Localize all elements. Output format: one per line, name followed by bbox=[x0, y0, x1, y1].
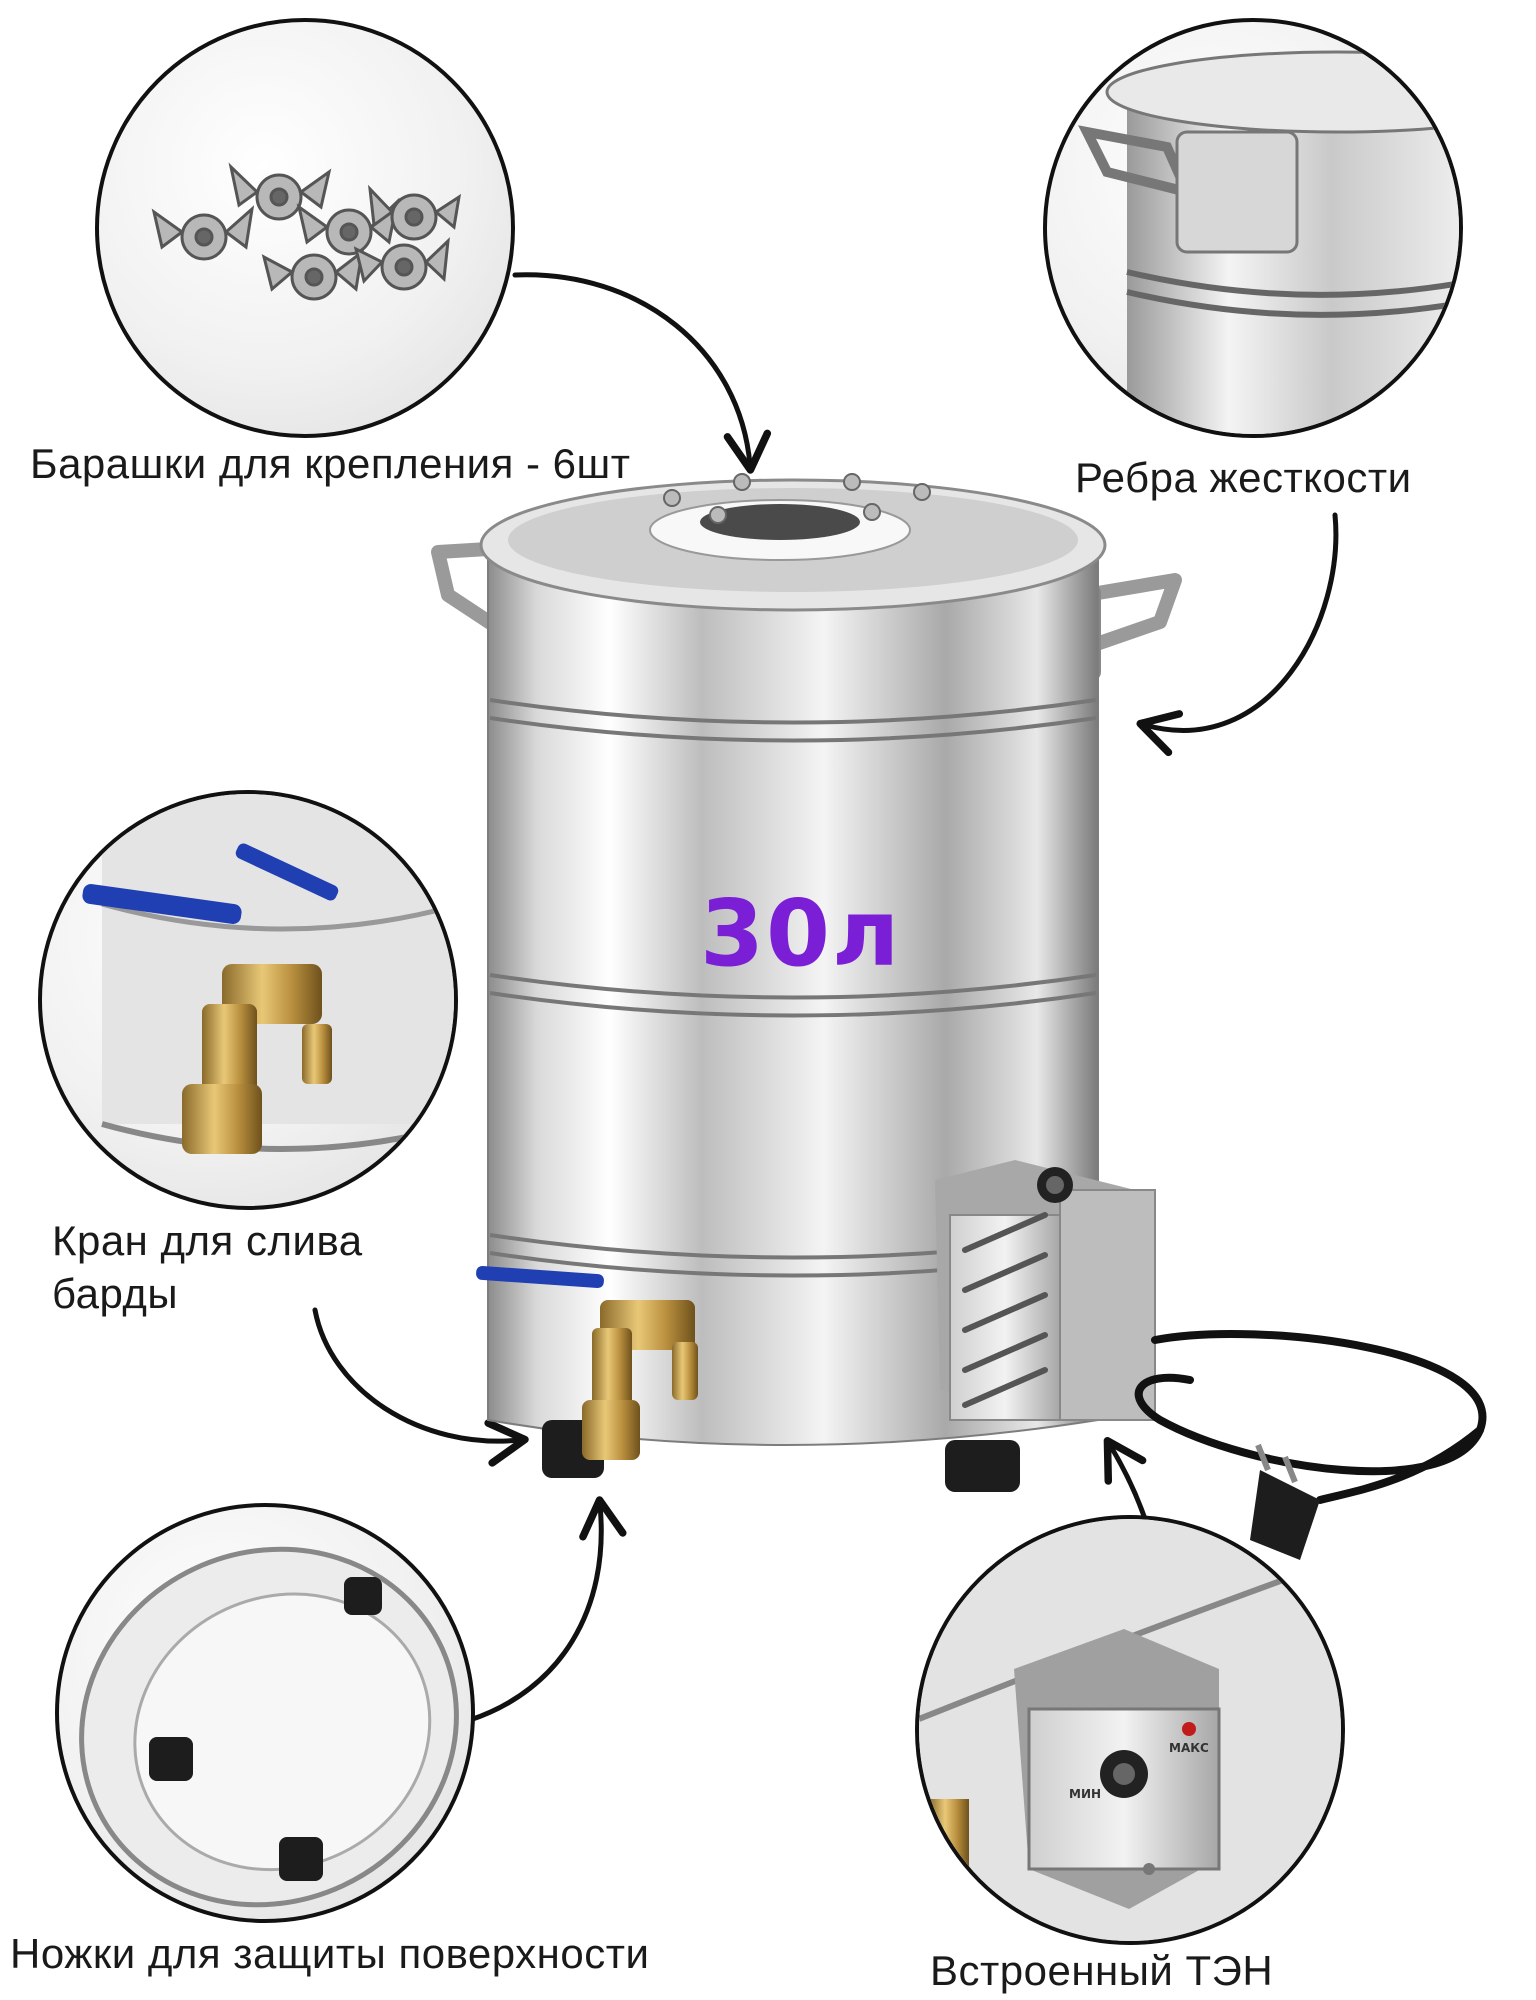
tap-icon bbox=[476, 1265, 698, 1460]
heater-detail-icon bbox=[919, 1519, 1341, 1941]
feet-label: Ножки для защиты поверхности bbox=[10, 1930, 650, 1977]
heater-zoom-circle: МИН МАКС bbox=[915, 1515, 1345, 1945]
ribs-label: Ребра жесткости bbox=[1075, 454, 1412, 501]
tap-detail-icon bbox=[82, 794, 454, 1154]
volume-label: 30л bbox=[700, 880, 902, 987]
wing-nut-icon bbox=[151, 162, 462, 301]
wing-nuts-zoom-circle bbox=[95, 18, 515, 438]
rib-detail-icon bbox=[1078, 50, 1459, 434]
heater-box-icon bbox=[935, 1160, 1156, 1421]
foot-icon bbox=[79, 1546, 459, 1908]
heater-max-label: МАКС bbox=[1169, 1741, 1209, 1755]
wing-nuts-label: Барашки для крепления - 6шт bbox=[30, 440, 631, 487]
heater-label: Встроенный ТЭН bbox=[930, 1947, 1274, 1994]
feet-zoom-circle bbox=[55, 1503, 475, 1923]
arrow-icon bbox=[312, 272, 1339, 1723]
power-plug-icon bbox=[1134, 1330, 1487, 1504]
ribs-zoom-circle bbox=[1043, 18, 1463, 438]
tap-zoom-circle bbox=[38, 790, 458, 1210]
heater-min-label: МИН bbox=[1069, 1787, 1102, 1801]
drain-tap-label: Кран для слива барды bbox=[52, 1217, 363, 1317]
